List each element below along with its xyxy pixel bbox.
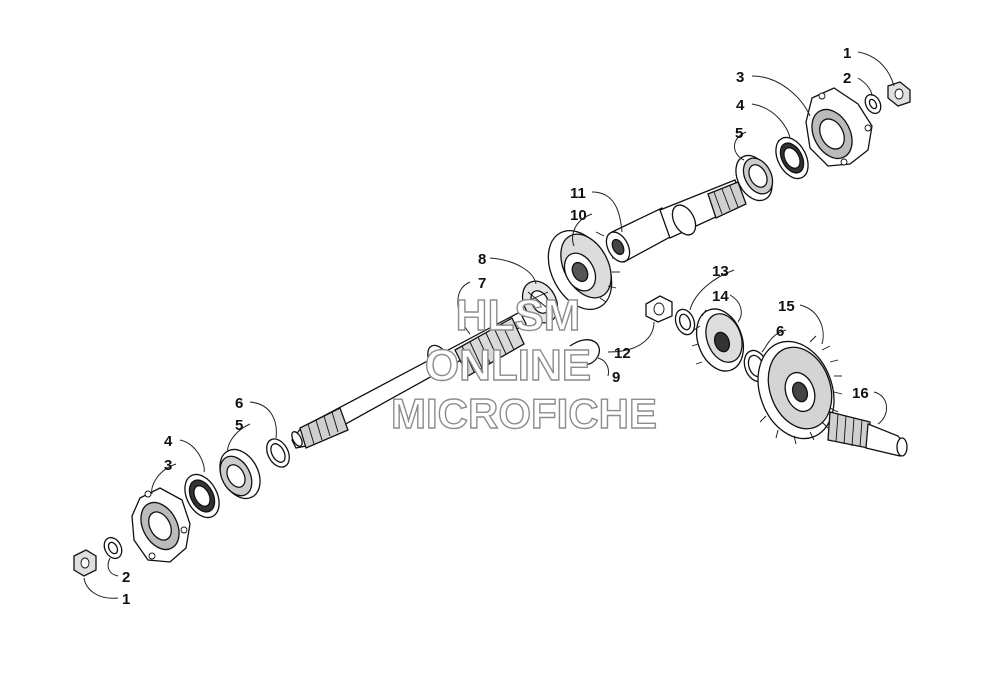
label-3-left: 3 [164,457,172,474]
gear-nut [645,295,673,323]
label-2-top: 2 [843,70,851,87]
watermark-line-1: HLSM [456,291,581,340]
label-8: 8 [478,251,486,268]
lower-washer [103,536,123,560]
upper-seal [775,136,809,180]
large-gear [757,335,843,445]
label-4-left: 4 [164,433,173,450]
label-5-top: 5 [735,125,743,142]
label-6-right: 6 [776,323,784,340]
label-3-top: 3 [736,69,744,86]
label-13: 13 [712,263,729,280]
leader-lines [83,51,895,599]
label-2-bottom: 2 [122,569,130,586]
bevel-gear [547,230,620,310]
label-12: 12 [614,345,631,362]
snap-ring [569,339,600,366]
gear-washer [674,308,696,336]
label-5-left: 5 [235,417,243,434]
upper-bearing [735,154,774,202]
drive-gear [691,308,745,372]
upper-housing [805,87,873,167]
watermark-line-2: ONLINE [425,341,591,390]
upper-shaft [659,179,747,239]
watermark-line-3: MICROFICHE [391,390,657,437]
label-10: 10 [570,207,587,224]
label-14: 14 [712,288,729,305]
output-shaft [827,411,908,457]
label-15: 15 [778,298,795,315]
main-shaft [291,311,527,449]
label-11: 11 [570,185,586,202]
label-4-top: 4 [736,97,745,114]
needle-bearing [521,280,559,324]
upper-nut [887,81,911,107]
lower-nut [73,549,97,577]
lower-spacer [266,438,290,468]
label-16: 16 [852,385,869,402]
part-labels: 1 2 3 4 5 11 10 8 7 13 14 15 6 12 9 16 6… [122,45,869,608]
label-1-top: 1 [843,45,851,62]
label-6-left: 6 [235,395,243,412]
watermark: HLSM ONLINE MICROFICHE [390,290,657,437]
upper-washer [864,93,882,115]
label-9: 9 [612,369,620,386]
label-1-bottom: 1 [122,591,130,608]
shaft-sleeve [605,207,673,263]
label-7: 7 [478,275,486,292]
lower-seal [184,473,220,519]
lower-housing [131,487,191,563]
lower-bearing [219,448,261,500]
